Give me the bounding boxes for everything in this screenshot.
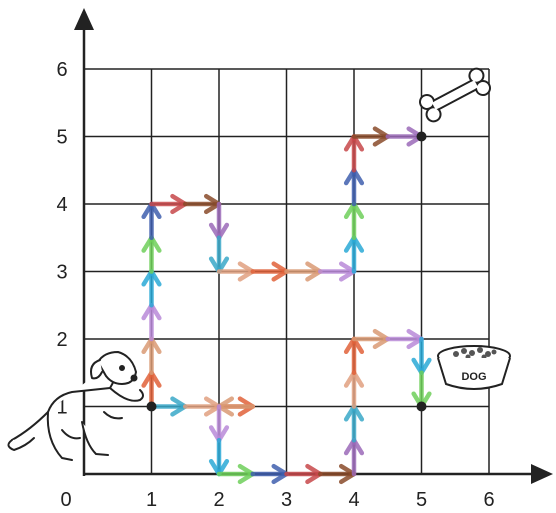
bone-path-arrow — [144, 238, 160, 272]
bone-path-arrow — [320, 264, 354, 280]
y-tick-label: 3 — [56, 262, 67, 284]
bowl-path-arrow — [346, 373, 362, 407]
bone-path-arrow — [144, 339, 160, 373]
x-tick-label: 1 — [146, 489, 157, 511]
bone-path-arrow — [388, 129, 422, 145]
bowl-path-arrow — [211, 440, 227, 474]
x-tick-label: 6 — [483, 489, 494, 511]
x-tick-label: 0 — [60, 489, 71, 511]
bowl-path-arrow — [185, 399, 219, 415]
bone-point — [417, 132, 427, 142]
y-tick-label: 4 — [56, 194, 67, 216]
dog-bowl-icon: DOG — [438, 346, 510, 389]
bone-path-arrow — [144, 373, 160, 407]
bone-path-arrow — [346, 137, 362, 171]
bone-icon — [418, 66, 493, 124]
x-tick-label: 3 — [281, 489, 292, 511]
y-axis-arrow — [74, 8, 94, 30]
bone-path-arrow — [346, 204, 362, 238]
x-tick-label: 5 — [416, 489, 427, 511]
x-axis-arrow — [531, 464, 553, 484]
y-tick-label: 5 — [56, 127, 67, 149]
bone-path-arrow — [185, 196, 219, 212]
x-tick-label: 2 — [213, 489, 224, 511]
x-tick-label: 4 — [348, 489, 359, 511]
bowl-path-arrow — [388, 331, 422, 347]
bowl-path-arrow — [346, 339, 362, 373]
start-point — [147, 402, 157, 412]
food-point — [417, 402, 427, 412]
bowl-path-arrow — [346, 407, 362, 441]
bone-path-arrow — [346, 170, 362, 204]
bowl-path-arrow — [287, 466, 321, 482]
y-tick-label: 2 — [56, 329, 67, 351]
bone-path-arrow — [144, 305, 160, 339]
bowl-path-arrow — [152, 399, 186, 415]
x-tick-labels: 0 1 2 3 4 5 6 — [60, 489, 494, 511]
bowl-path-arrow — [414, 373, 430, 407]
bowl-path-arrow — [320, 466, 354, 482]
bowl-path-arrow — [253, 466, 287, 482]
bone-path-arrow — [287, 264, 321, 280]
bone-path-arrow — [144, 204, 160, 238]
bone-path-arrow — [253, 264, 287, 280]
bone-path-arrow — [144, 272, 160, 306]
bone-path-arrow — [211, 238, 227, 272]
y-tick-label: 6 — [56, 59, 67, 81]
bowl-label: DOG — [461, 371, 486, 383]
